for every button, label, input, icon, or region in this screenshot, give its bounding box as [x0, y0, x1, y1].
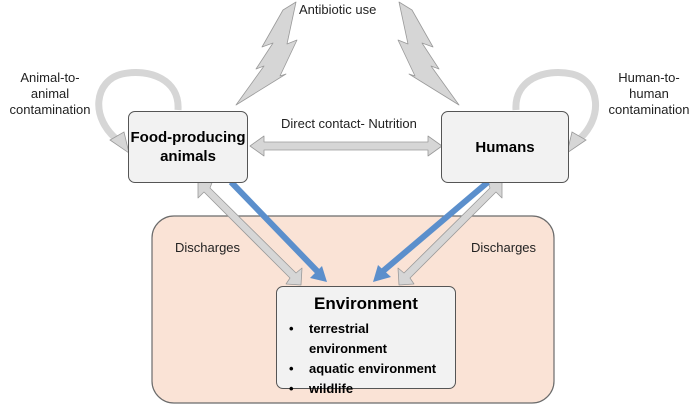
animals-environment-double-arrow [197, 179, 303, 286]
animals-to-environment-blue-arrow [228, 179, 321, 275]
direct-contact-nutrition-label: Direct contact- Nutrition [281, 116, 417, 131]
humans-node: Humans [441, 111, 569, 183]
humans-to-environment-blue-arrow [380, 179, 490, 275]
discharges-right-label: Discharges [471, 240, 537, 255]
antibiotic-bolt-right [397, 1, 460, 106]
antibiotic-use-label: Antibiotic use [299, 2, 377, 17]
human-to-human-contamination-label: Human-to- human contamination [608, 70, 690, 117]
humans-environment-double-arrow [397, 179, 503, 286]
discharges-left-label: Discharges [175, 240, 241, 255]
animals-to-environment-blue-arrowhead [310, 266, 327, 282]
humans-to-environment-blue-arrowhead [373, 265, 391, 282]
environment-item-aquatic: aquatic environment [287, 359, 445, 379]
animal-self-loop-arrowhead [109, 131, 130, 154]
human-self-loop-arrow [512, 69, 600, 145]
antibiotic-bolt-left [235, 1, 298, 106]
environment-item-wildlife: wildlife [287, 379, 445, 399]
human-self-loop-arrowhead [566, 131, 587, 154]
environment-item-terrestrial: terrestrial environment [287, 319, 445, 359]
environment-item-list: terrestrial environment aquatic environm… [287, 319, 445, 399]
animal-to-animal-contamination-label: Animal-to- animal contamination [9, 70, 91, 117]
food-producing-animals-node: Food-producing animals [128, 111, 248, 183]
direct-contact-double-arrow [249, 135, 443, 157]
environment-title: Environment [314, 294, 418, 313]
animal-self-loop-arrow [95, 69, 182, 145]
environment-node: Environment terrestrial environment aqua… [276, 286, 456, 399]
